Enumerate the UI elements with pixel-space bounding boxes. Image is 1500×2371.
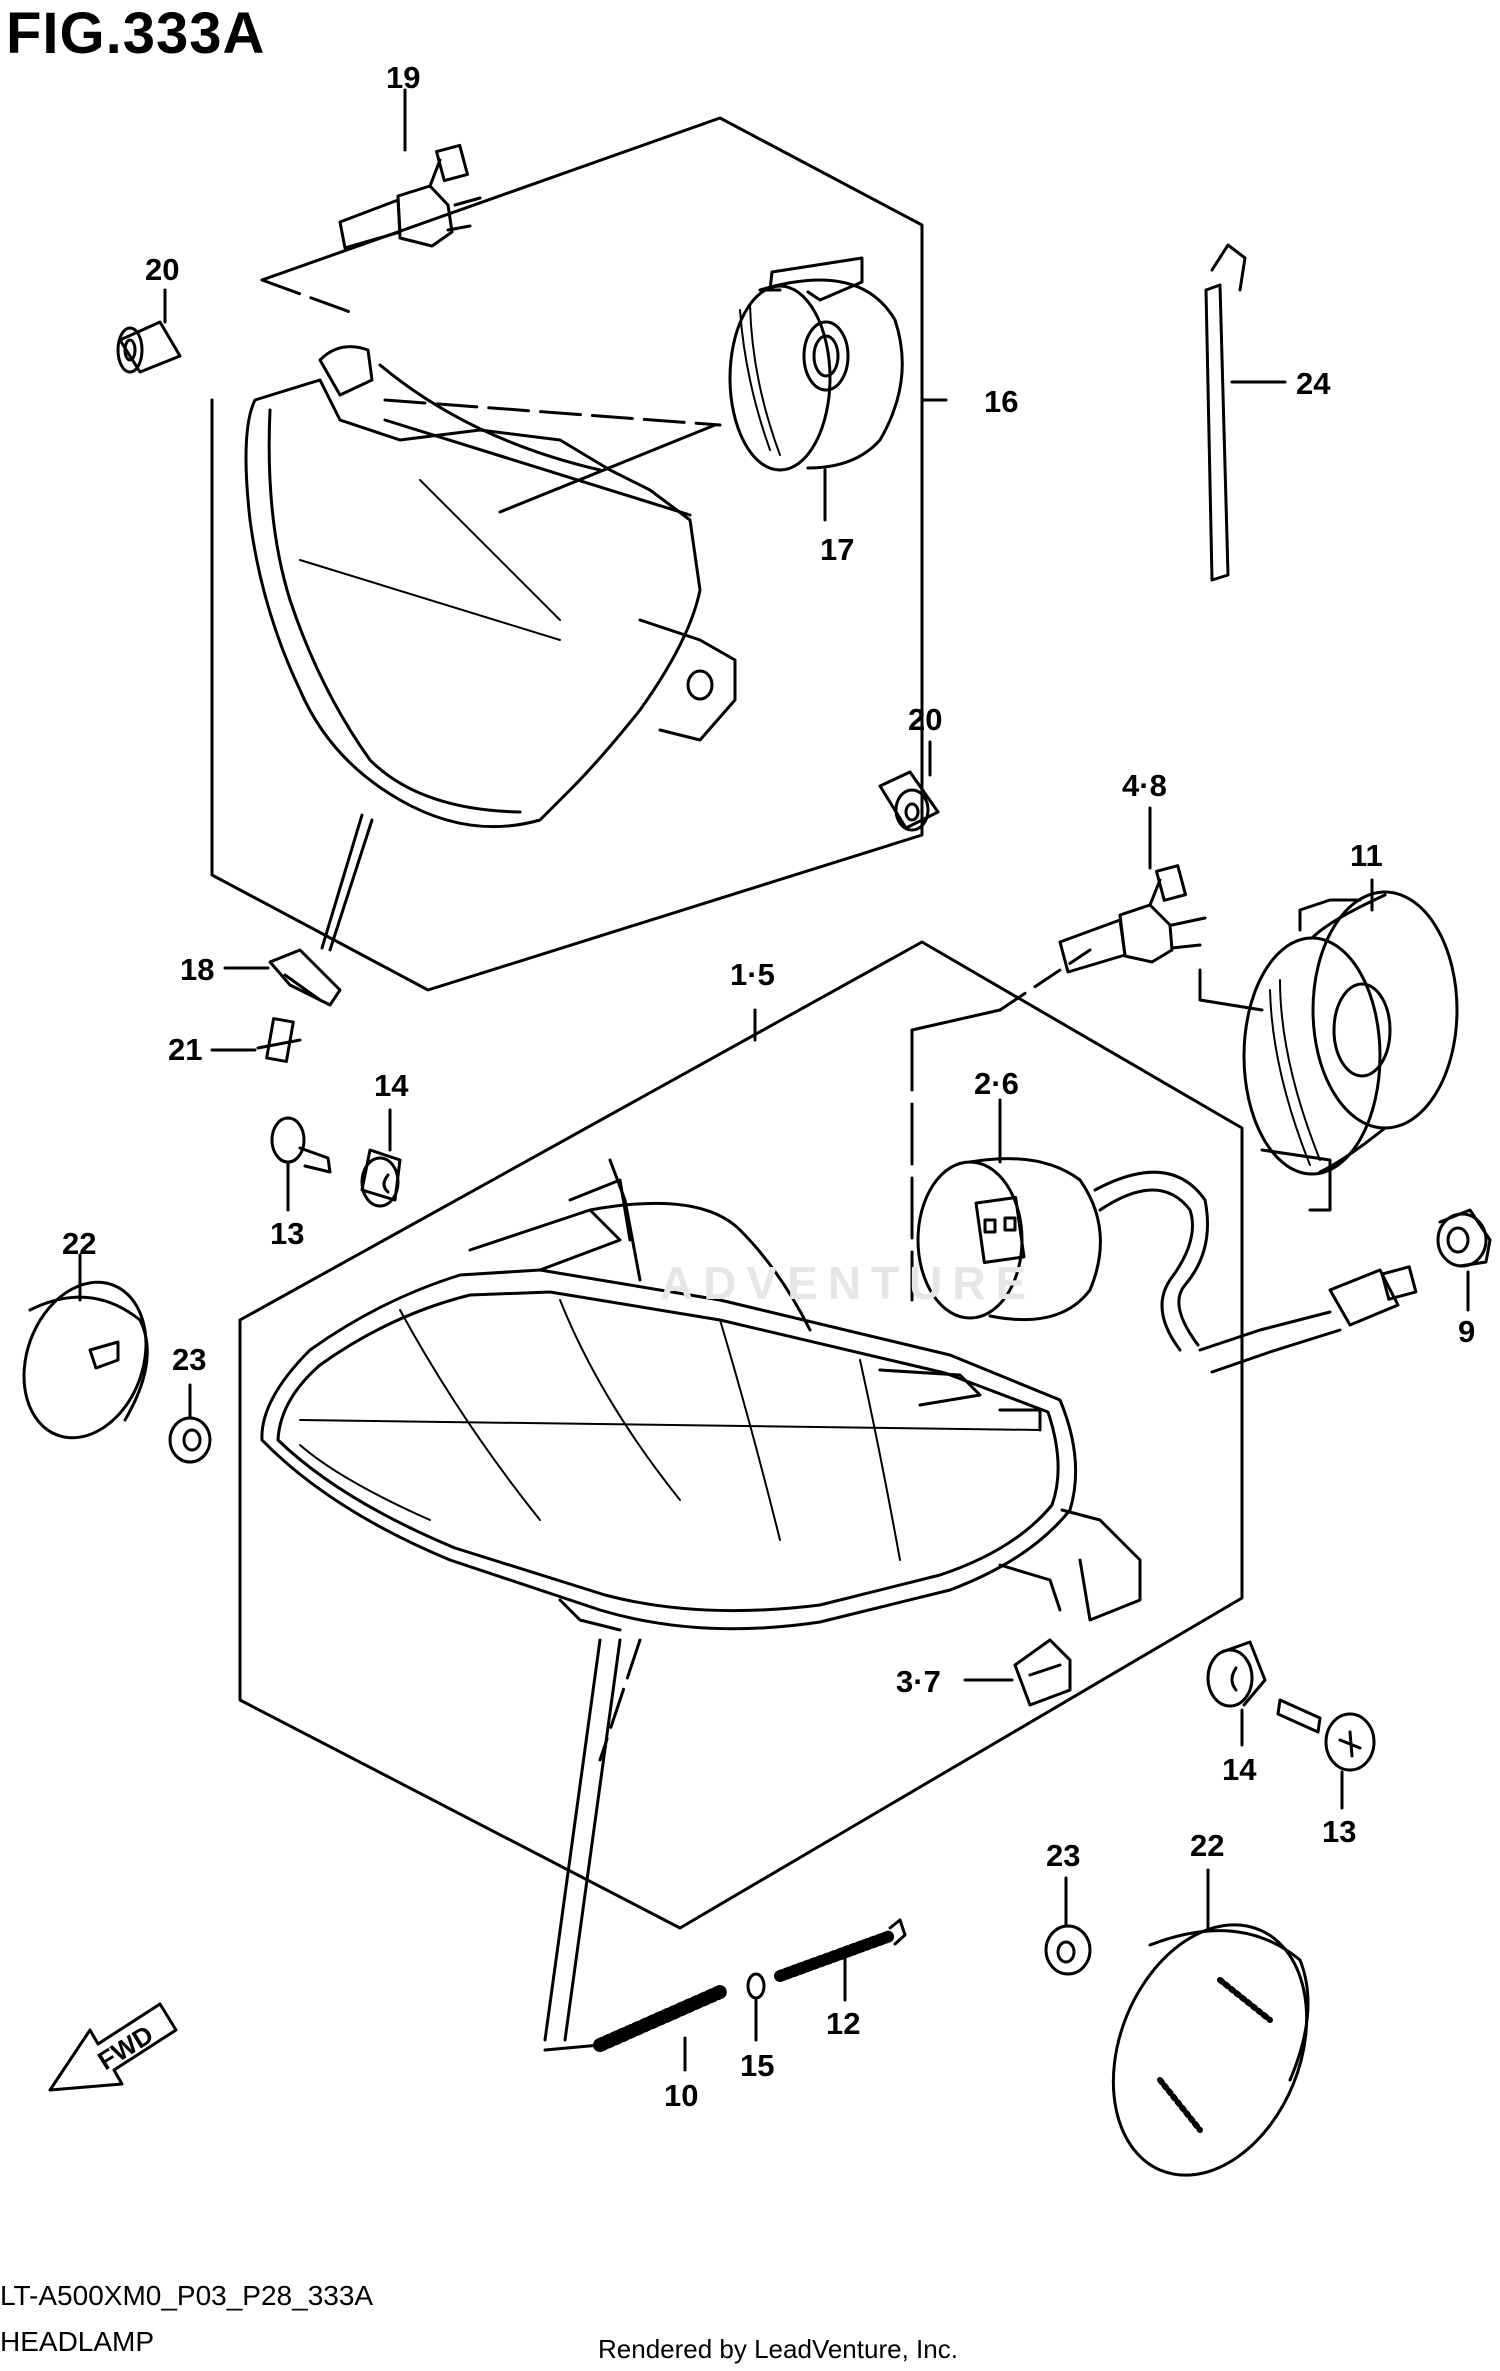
callout-15: 15 <box>740 2048 774 2083</box>
nut-23-left <box>168 1383 212 1464</box>
upper-headlamp-housing <box>244 345 737 952</box>
socket-11 <box>1198 878 1459 1212</box>
main-headlamp-box <box>238 940 1244 1930</box>
callout-1-5: 1·5 <box>730 957 775 992</box>
callout-20-top: 20 <box>145 252 179 287</box>
figure-title: FIG.333A <box>6 1 266 66</box>
grommet-20-mid <box>878 740 940 832</box>
callout-22-bottom: 22 <box>1190 1828 1224 1863</box>
callout-13-bottom: 13 <box>1322 1814 1356 1849</box>
callout-23-bottom: 23 <box>1046 1838 1080 1873</box>
callout-labels: 19 20 16 17 24 20 4·8 11 18 1·5 21 14 2·… <box>62 60 1475 2113</box>
washer-15 <box>746 1972 766 2042</box>
figure-code: LT-A500XM0_P03_P28_333A <box>0 2280 374 2311</box>
render-credit: Rendered by LeadVenture, Inc. <box>598 2334 958 2364</box>
bolt-12 <box>774 1918 907 2002</box>
nut-23-bottom <box>1044 1876 1092 1976</box>
screw-13-top <box>270 1116 332 1212</box>
cable-tie-24 <box>1204 243 1287 582</box>
callout-23-left: 23 <box>172 1342 206 1377</box>
bulb-19 <box>260 88 482 314</box>
figure-name: HEADLAMP <box>0 2326 155 2357</box>
callout-11: 11 <box>1350 838 1383 873</box>
callout-3-7: 3·7 <box>896 1664 941 1699</box>
callout-20-mid: 20 <box>908 702 942 737</box>
grommet-14-bottom <box>1206 1640 1267 1747</box>
callout-24: 24 <box>1296 366 1331 401</box>
callout-12: 12 <box>826 2006 860 2041</box>
callout-22-left: 22 <box>62 1226 96 1261</box>
callout-10: 10 <box>664 2078 698 2113</box>
grommet-9 <box>1436 1208 1492 1312</box>
callout-17: 17 <box>820 532 854 567</box>
callout-19: 19 <box>386 60 420 95</box>
callout-18: 18 <box>180 952 214 987</box>
callout-2-6: 2·6 <box>974 1066 1019 1101</box>
socket-2-6 <box>916 1098 1418 1374</box>
callout-4-8: 4·8 <box>1122 768 1167 803</box>
bulb-4-8 <box>1058 806 1207 974</box>
screw-21 <box>210 1017 302 1063</box>
callout-21: 21 <box>168 1032 202 1067</box>
callout-14-bottom: 14 <box>1222 1752 1257 1787</box>
callout-16: 16 <box>984 384 1018 419</box>
watermark-text: ADVENTURE <box>660 1257 1037 1309</box>
grommet-14-top <box>360 1108 402 1208</box>
socket-17 <box>728 256 904 522</box>
grommet-20-top <box>116 288 182 374</box>
callout-13-top: 13 <box>270 1216 304 1251</box>
reflector-22-bottom <box>1111 1868 1310 2177</box>
screw-13-bottom <box>1276 1698 1376 1810</box>
upper-assembly-box <box>210 116 948 992</box>
reflector-22-left <box>22 1253 149 1440</box>
spring-10 <box>543 1985 727 2072</box>
callout-9: 9 <box>1458 1314 1475 1349</box>
main-headlamp-lens <box>260 1158 1142 2042</box>
fwd-arrow <box>48 2002 178 2092</box>
callout-14-top: 14 <box>374 1068 409 1103</box>
clip-3-7 <box>963 1638 1072 1707</box>
clip-18 <box>223 948 342 1007</box>
